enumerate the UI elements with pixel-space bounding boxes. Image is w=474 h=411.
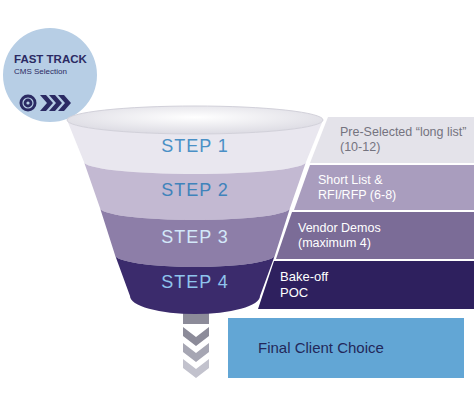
node-title: Bake-off POC [280,269,350,300]
funnel-band-outline [67,120,323,174]
step-label-panel-shape [310,117,474,163]
node-title: STEP 3 [115,227,275,249]
node-subtitle: CMS Selection [14,67,94,77]
node-title: FAST TRACK [14,53,94,67]
funnel-rim [67,106,323,134]
text-area: STEP 2 [110,176,280,206]
node-title: Final Client Choice [258,339,458,357]
fast-track-circle-outline [3,28,97,122]
disc-icon [20,95,72,112]
text-area: Final Client Choice [258,318,458,378]
step-label-panel-outline [294,165,474,210]
final-choice-box: Final Client Choice [228,318,464,378]
node-title: Pre-Selected “long list” (10-12) [340,125,470,155]
step-label-panel: Bake-off POC [258,261,474,309]
text-area: Vendor Demos (maximum 4) [298,212,398,259]
text-area: Short List & RFI/RFP (6-8) [318,165,418,210]
text-area: STEP 1 [110,132,280,162]
fast-track-circle: FAST TRACKCMS Selection [3,28,97,122]
text-area: Bake-off POC [280,261,350,309]
text-area: STEP 4 [130,268,260,298]
step-label-panel-outline [276,212,474,259]
final-choice-box-outline [228,318,464,378]
funnel-band-outline [115,255,275,314]
text-area: STEP 3 [115,223,275,253]
chevron [183,359,209,378]
funnel-band-outline [100,208,290,267]
chevron [183,343,209,362]
text-area: FAST TRACKCMS Selection [14,46,94,84]
funnel-band: STEP 2 [84,162,306,220]
step-label-panel: Vendor Demos (maximum 4) [276,212,474,259]
step-label-panel: Short List & RFI/RFP (6-8) [294,165,474,210]
node-title: STEP 4 [130,272,260,294]
funnel-band-outline [84,162,306,220]
chevron [183,327,209,346]
funnel-band: STEP 4 [115,255,275,315]
funnel-band: STEP 3 [100,208,290,268]
step-label-panel-outline [258,261,474,309]
node-title: STEP 1 [110,136,280,158]
step-label-panel-outline [310,117,474,163]
node-title: Short List & RFI/RFP (6-8) [318,173,418,203]
node-title: Vendor Demos (maximum 4) [298,221,398,251]
node-title: STEP 2 [110,180,280,202]
funnel-band: STEP 1 [67,106,323,176]
text-area: Pre-Selected “long list” (10-12) [340,117,470,163]
step-label-panel: Pre-Selected “long list” (10-12) [310,117,474,163]
